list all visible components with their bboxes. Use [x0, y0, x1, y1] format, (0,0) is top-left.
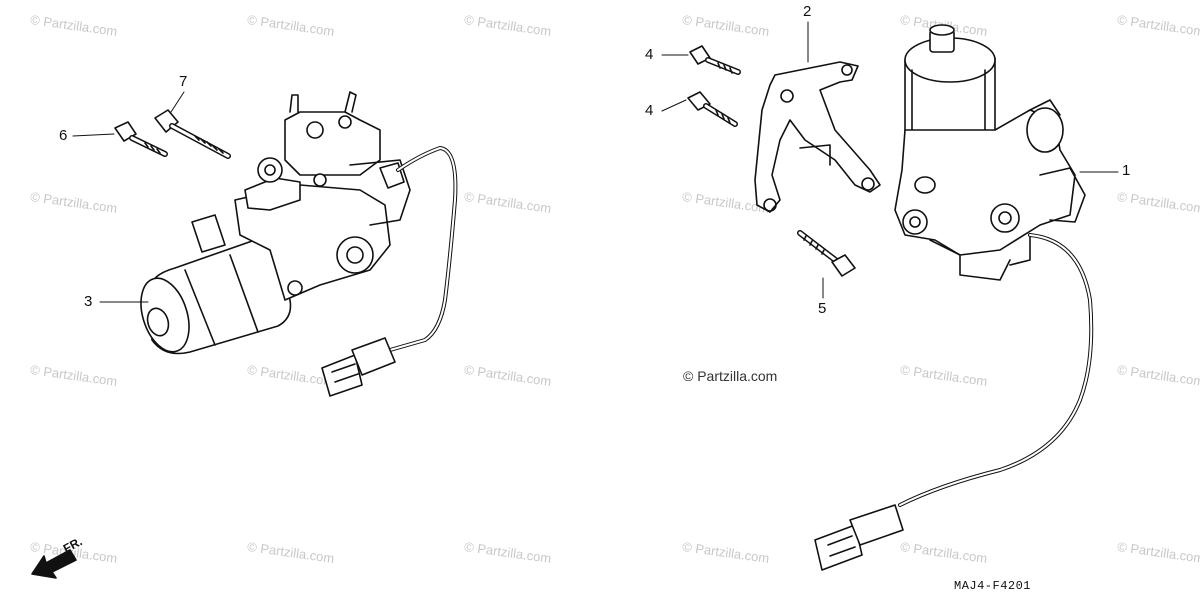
bolt-7: [154, 109, 231, 159]
callout-2: 2: [803, 3, 812, 20]
callout-5: 5: [818, 300, 827, 317]
bolt-4-lower: [687, 91, 738, 127]
callout-1: 1: [1122, 162, 1131, 179]
figure-code: MAJ4-F4201: [954, 579, 1032, 593]
callout-3: 3: [84, 293, 93, 310]
leader-lines: [72, 21, 1119, 303]
right-actuator-assembly: [814, 24, 1094, 571]
front-direction-arrow-icon: [31, 549, 77, 579]
bolt-4-upper: [689, 45, 741, 75]
left-actuator-assembly: [140, 91, 458, 397]
callout-7: 7: [179, 73, 188, 90]
bolt-5: [797, 230, 856, 277]
bolt-6: [114, 121, 168, 157]
bracket-2: [754, 61, 881, 213]
callout-4-upper: 4: [645, 46, 654, 63]
center-watermark: © Partzilla.com: [683, 368, 778, 384]
callout-4-lower: 4: [645, 102, 654, 119]
callout-6: 6: [59, 127, 68, 144]
